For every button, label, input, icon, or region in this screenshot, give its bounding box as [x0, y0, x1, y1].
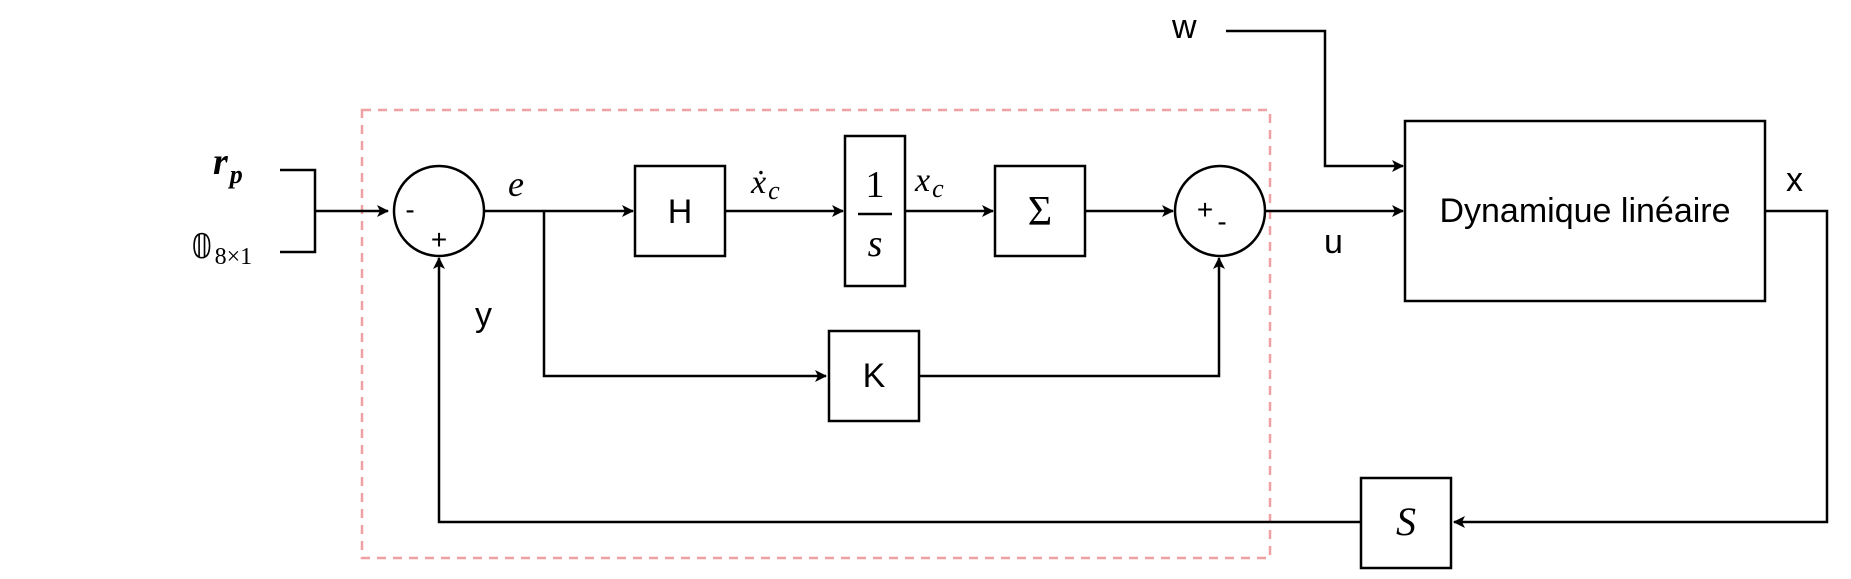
h-block-label: H	[668, 193, 693, 231]
signal-e: e	[508, 164, 524, 204]
s-block-label: S	[1396, 499, 1416, 544]
sum1-plus-sign: +	[431, 224, 447, 255]
input-mux-line	[280, 168, 388, 254]
signal-zero-sub: 8×1	[215, 244, 253, 270]
signal-xc-dot-base: ẋ	[750, 164, 766, 201]
signal-xc-sub: c	[932, 174, 944, 203]
signal-y: y	[475, 296, 492, 334]
k-block: K	[827, 329, 921, 423]
plant-block: Dynamique linéaire	[1403, 119, 1767, 303]
signal-xc-dot-sub: c	[768, 176, 780, 205]
signal-x: x	[1786, 161, 1803, 199]
controller-frame	[360, 108, 1272, 560]
integrator-numerator: 1	[866, 164, 885, 206]
h-block: H	[633, 164, 727, 258]
signal-rp-base: r	[213, 141, 229, 183]
signal-w: w	[1171, 8, 1197, 46]
s-block: S	[1359, 476, 1453, 570]
signal-xc-dot: ẋc	[750, 164, 780, 205]
wire-w-to-plant	[1226, 29, 1404, 172]
wire-x-to-s	[1453, 209, 1829, 528]
integrator-denominator: s	[868, 223, 883, 265]
signal-rp: rp	[213, 141, 243, 189]
plant-label: Dynamique linéaire	[1439, 192, 1730, 230]
signal-rp-sub: p	[228, 160, 243, 189]
signal-xc-base: x	[914, 162, 930, 199]
sum-junction-1: - +	[392, 164, 486, 258]
sum-junction-2: + -	[1173, 164, 1267, 258]
signal-zero-vector: 𝟘8×1	[191, 229, 252, 270]
sum2-minus-sign: -	[1217, 206, 1226, 237]
wire-k-to-sum2	[919, 257, 1225, 378]
sum2-plus-sign: +	[1197, 194, 1213, 225]
sum1-minus-sign: -	[405, 194, 414, 225]
integrator-block: 1 s	[843, 134, 907, 288]
signal-zero-base: 𝟘	[191, 229, 213, 266]
signal-xc: xc	[914, 162, 944, 203]
sigma-symbol: Σ	[1028, 189, 1052, 235]
signal-u: u	[1324, 223, 1343, 261]
sigma-block: Σ	[993, 164, 1087, 258]
wire-branch-to-k	[542, 211, 827, 382]
k-block-label: K	[863, 357, 886, 395]
wire-y-feedback	[433, 257, 1361, 524]
